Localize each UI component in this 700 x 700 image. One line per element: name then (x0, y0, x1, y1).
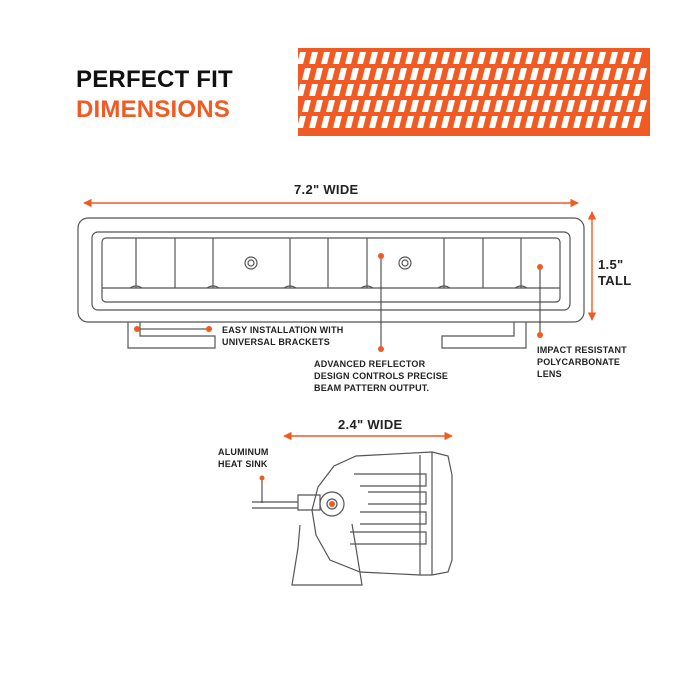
callout-heatsink-line2: HEAT SINK (218, 459, 268, 469)
height-label-unit: TALL (598, 273, 632, 288)
callout-lens-line2: POLYCARBONATE (537, 357, 621, 367)
callout-brackets: EASY INSTALLATION WITH UNIVERSAL BRACKET… (222, 324, 343, 348)
callout-reflector-line2: DESIGN CONTROLS PRECISE (314, 371, 449, 381)
callout-heatsink-line1: ALUMINUM (218, 447, 269, 457)
callout-lens-line3: LENS (537, 369, 562, 379)
page-title-line1: PERFECT FIT (76, 66, 233, 93)
callout-heatsink: ALUMINUM HEAT SINK (218, 446, 269, 470)
callout-reflector-line3: BEAM PATTERN OUTPUT. (314, 383, 430, 393)
callout-reflector-line1: ADVANCED REFLECTOR (314, 359, 426, 369)
callout-lens-line1: IMPACT RESISTANT (537, 345, 627, 355)
callout-brackets-leader (134, 326, 212, 332)
callout-heatsink-leader (259, 475, 335, 507)
callout-reflector-leader (378, 253, 384, 352)
callout-reflector: ADVANCED REFLECTOR DESIGN CONTROLS PRECI… (314, 358, 448, 394)
callout-lens-leader (537, 264, 543, 338)
side-width-label: 2.4" WIDE (338, 417, 403, 432)
light-bar-front-view (77, 217, 585, 349)
callout-brackets-line2: UNIVERSAL BRACKETS (222, 337, 330, 347)
callout-brackets-line1: EASY INSTALLATION WITH (222, 325, 344, 335)
callout-lens: IMPACT RESISTANT POLYCARBONATE LENS (537, 344, 627, 380)
height-label-value: 1.5" (598, 257, 624, 272)
tire-tread-graphic (297, 48, 650, 136)
light-side-view (252, 451, 453, 586)
width-label: 7.2" WIDE (294, 182, 359, 197)
page-title-line2: DIMENSIONS (76, 96, 231, 123)
